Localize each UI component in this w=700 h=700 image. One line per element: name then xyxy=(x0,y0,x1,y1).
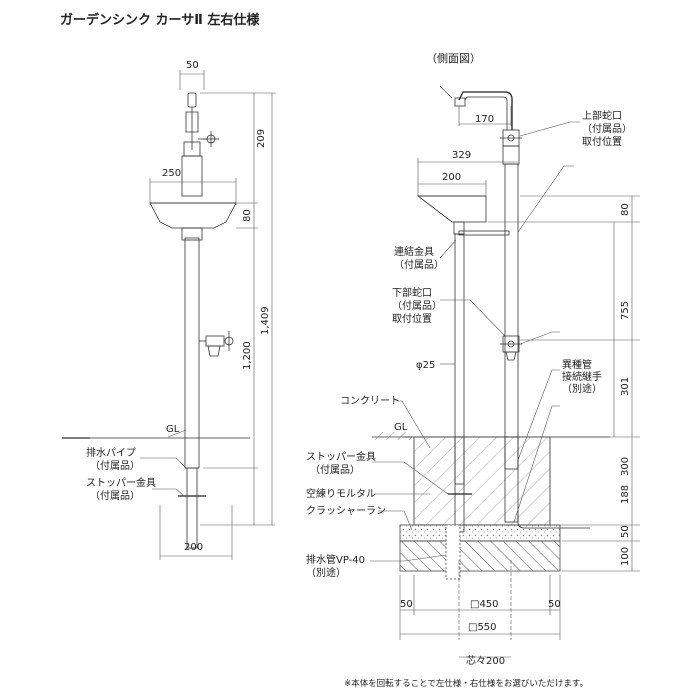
drain-vp-line-2: （別途） xyxy=(306,566,346,579)
side-dim-lower-height: 301 xyxy=(620,377,631,396)
joint-line-3: （別途） xyxy=(562,382,602,395)
front-faucet xyxy=(183,92,219,157)
front-dim-total-height: 1,409 xyxy=(260,306,271,335)
side-label-upper-tap: 上部蛇口 （付属品） 取付位置 xyxy=(582,109,635,148)
side-dim-bowl-width: 200 xyxy=(442,172,461,183)
front-label-drain-pipe: 排水パイプ （付属品） xyxy=(86,446,140,472)
stopper-line-1: ストッパー金具 xyxy=(86,476,156,489)
front-dim-faucet-width: 50 xyxy=(186,60,199,71)
side-label-connector: 連結金具 （付属品） xyxy=(394,245,444,271)
side-dim-pipe-diameter: φ25 xyxy=(416,360,435,371)
connector-bracket xyxy=(458,230,510,236)
side-dim-margin-right: 50 xyxy=(548,599,561,610)
supply-post xyxy=(504,163,519,470)
side-dim-concrete-depth: 300 xyxy=(620,457,631,476)
front-dim-base-width: 200 xyxy=(184,542,203,553)
connector-line-1: 連結金具 xyxy=(394,245,434,258)
joint-line-2: 接続継手 xyxy=(562,370,602,383)
front-label-stopper: ストッパー金具 （付属品） xyxy=(86,476,159,502)
front-view: 50 250 209 80 1,200 1,409 200 GL 排水パイプ （… xyxy=(62,60,276,560)
drain-pipe-line-2: （付属品） xyxy=(90,459,140,472)
side-dim-crusher-depth: 50 xyxy=(620,525,631,538)
front-lower-tap xyxy=(199,331,234,357)
footnote: ※本体を回転することで左仕様・右仕様をお選びいただけます。 xyxy=(344,678,588,689)
front-dim-pipe-length: 1,200 xyxy=(242,341,253,370)
joint-line-1: 異種管 xyxy=(562,358,592,371)
side-dim-overall-width: 329 xyxy=(452,150,471,161)
side-label-gl: GL xyxy=(394,422,408,433)
side-bowl xyxy=(416,195,487,235)
side-dim-spout-reach: 170 xyxy=(475,114,494,125)
side-label-drain-vp: 排水管VP-40 （別途） xyxy=(306,553,368,579)
connector-line-2: （付属品） xyxy=(394,258,444,271)
lower-tap-line-3: 取付位置 xyxy=(392,312,432,325)
side-dim-center-span: 芯々200 xyxy=(466,654,505,667)
front-dim-bowl-depth: 80 xyxy=(242,209,253,222)
lower-tap xyxy=(500,335,522,361)
side-stopper-line-2: （付属品） xyxy=(310,463,360,476)
upper-tap-line-1: 上部蛇口 xyxy=(582,109,622,122)
side-dim-bowl-depth: 80 xyxy=(620,203,631,216)
side-view-title: （側面図） xyxy=(426,52,481,65)
upper-tap-line-2: （付属品） xyxy=(582,122,632,135)
drain-pipe-line-1: 排水パイプ xyxy=(86,446,136,459)
side-view: 170 329 200 80 755 301 300 188 50 100 φ2… xyxy=(306,85,640,667)
side-dim-base-depth: 100 xyxy=(620,547,631,566)
front-drain-pipe xyxy=(186,467,198,549)
side-dim-block-inner: □450 xyxy=(470,599,499,610)
side-stopper-line-1: ストッパー金具 xyxy=(306,450,376,463)
side-label-stopper: ストッパー金具 （付属品） xyxy=(306,450,379,476)
front-post xyxy=(184,237,200,469)
upper-tap-line-3: 取付位置 xyxy=(582,135,622,148)
spout-pipe xyxy=(454,91,513,130)
side-dim-mortar-depth: 188 xyxy=(620,485,631,504)
page-title: ガーデンシンク カーサⅡ 左右仕様 xyxy=(60,12,260,28)
side-label-joint: 異種管 接続継手 （別途） xyxy=(562,358,605,395)
concrete-block xyxy=(413,436,551,526)
side-label-lower-tap: 下部蛇口 （付属品） 取付位置 xyxy=(392,286,445,325)
side-label-mortar: 空練りモルタル xyxy=(306,487,376,500)
stopper-line-2: （付属品） xyxy=(90,489,140,502)
side-dim-upper-height: 755 xyxy=(620,301,631,320)
side-label-crusher: クラッシャーラン xyxy=(306,505,386,517)
front-dim-bowl-width: 250 xyxy=(162,168,181,179)
base-layer xyxy=(399,540,561,572)
upper-tap xyxy=(500,129,522,165)
drain-vp-line-1: 排水管VP-40 xyxy=(306,553,365,566)
crusher-layer xyxy=(399,524,561,542)
lower-tap-line-1: 下部蛇口 xyxy=(392,286,432,299)
lower-tap-line-2: （付属品） xyxy=(392,299,442,312)
side-label-concrete: コンクリート xyxy=(340,395,400,407)
front-label-gl: GL xyxy=(166,424,180,435)
front-dim-faucet-height: 209 xyxy=(256,129,267,148)
side-dim-margin-left: 50 xyxy=(400,599,413,610)
side-dim-block-outer: □550 xyxy=(468,622,497,633)
